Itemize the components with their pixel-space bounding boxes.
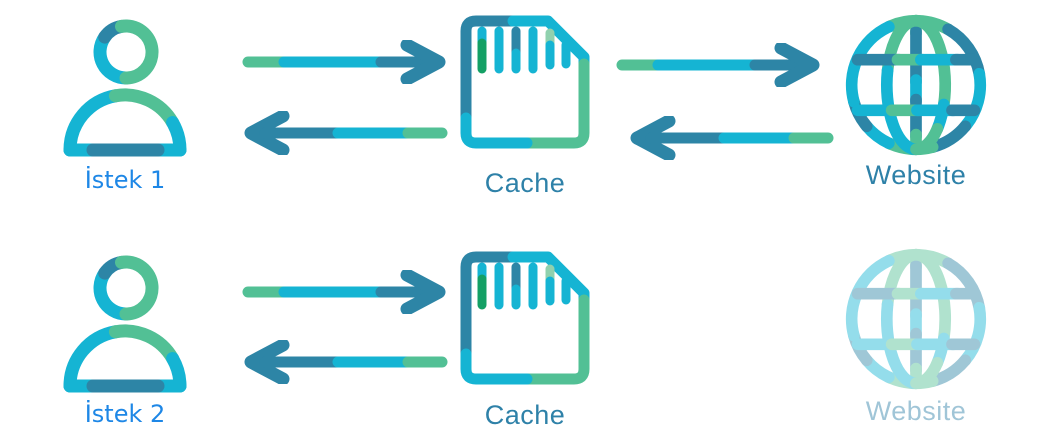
arrow-right-icon [242, 270, 452, 314]
globe-icon-faded [843, 246, 989, 392]
memory-card-icon [459, 14, 591, 150]
request-label: İstek 1 [84, 166, 166, 194]
person-icon [62, 248, 188, 394]
arrow-right-icon [616, 43, 826, 87]
cache-label: Cache [484, 400, 566, 430]
cache-label: Cache [484, 168, 566, 198]
arrow-right-icon [242, 40, 452, 84]
request-label: İstek 2 [84, 400, 166, 428]
arrow-left-icon [624, 116, 834, 160]
globe-icon [843, 12, 989, 158]
arrow-left-icon [238, 111, 448, 155]
arrow-left-icon [238, 340, 448, 384]
memory-card-icon [459, 250, 591, 386]
person-icon [62, 12, 188, 158]
website-label-faded: Website [865, 396, 967, 426]
website-label: Website [865, 160, 967, 190]
